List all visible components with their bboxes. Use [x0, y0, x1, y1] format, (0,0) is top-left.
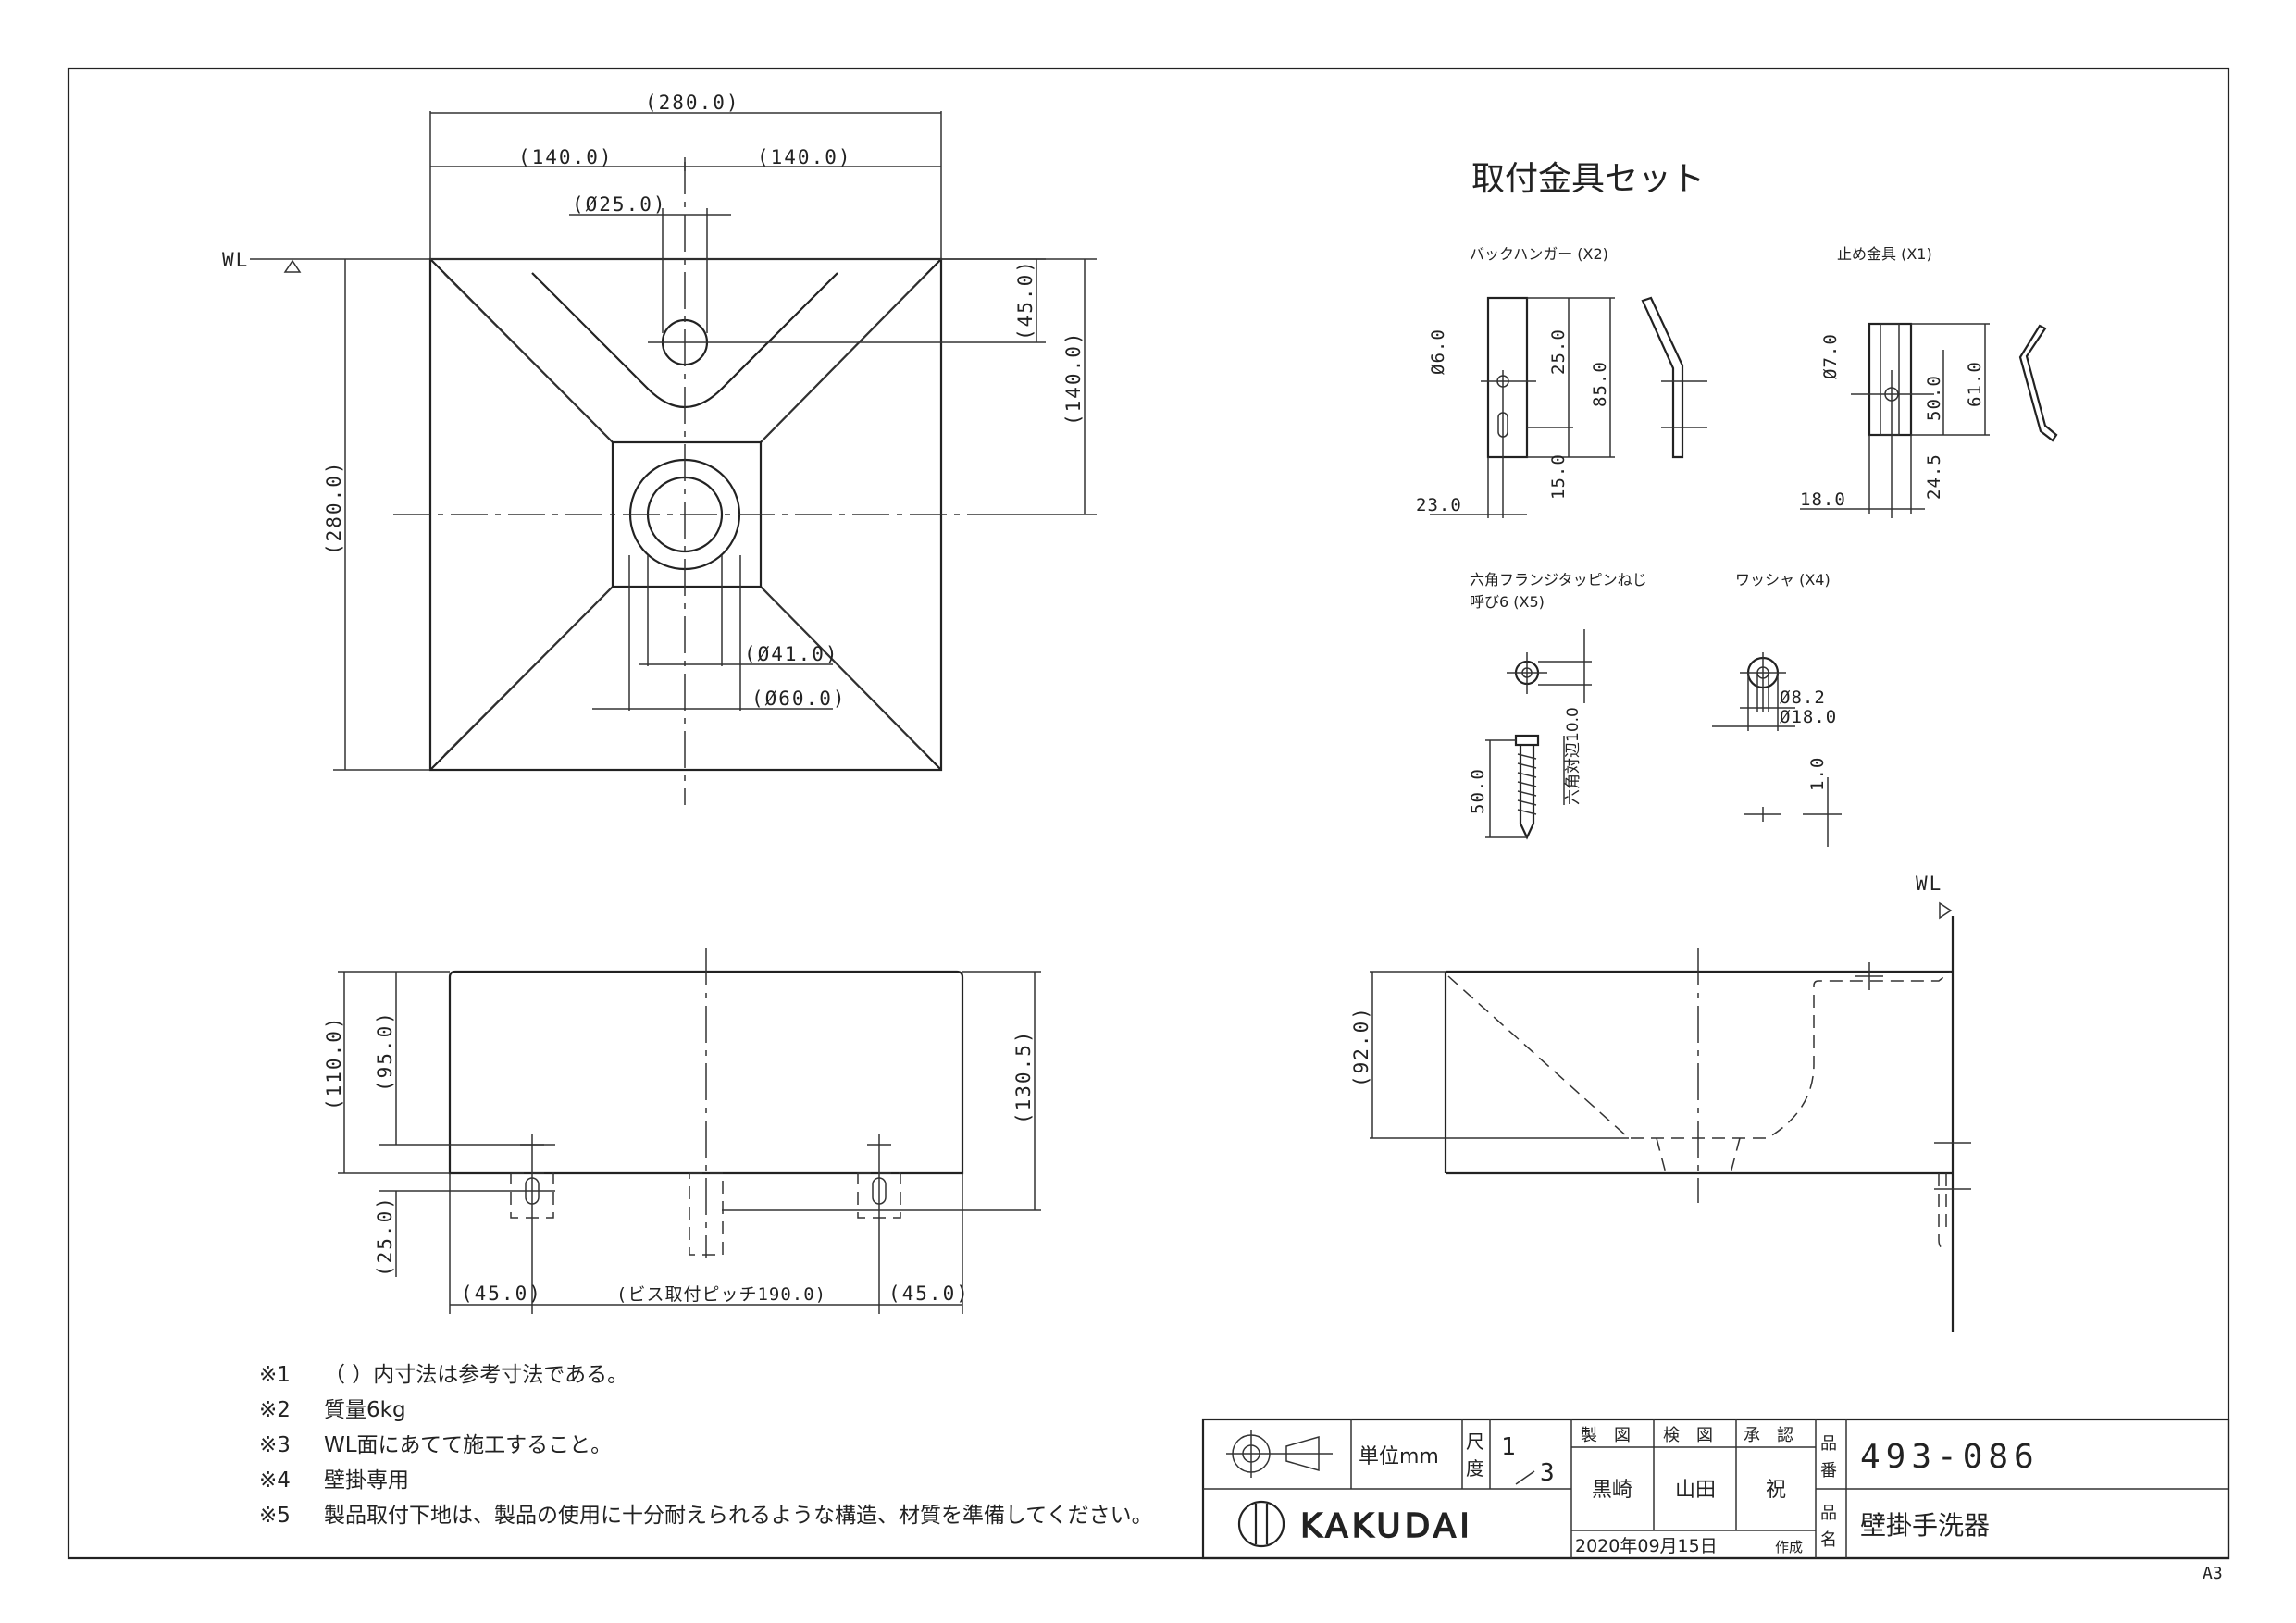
part-name: 壁掛手洗器	[1860, 1510, 1990, 1541]
paper-size: A3	[2203, 1564, 2223, 1583]
dim-st-245: 24.5	[1924, 453, 1944, 500]
dim-sc-50: 50.0	[1468, 768, 1488, 814]
dim-side-total: (280.0)	[323, 460, 345, 555]
dim-st-50: 50.0	[1924, 375, 1944, 421]
note-mark-2: ※2	[259, 1398, 291, 1422]
scale-den: 3	[1540, 1459, 1555, 1487]
dim-st-18: 18.0	[1800, 489, 1846, 510]
dim-wa-outer: Ø18.0	[1780, 707, 1837, 727]
dim-bh-23: 23.0	[1416, 495, 1462, 515]
drawing-date: 2020年09月15日	[1575, 1536, 1718, 1556]
note-text-3: WL面にあてて施工すること。	[324, 1433, 612, 1457]
dim-front-height-screw: (95.0)	[374, 1010, 396, 1092]
note-text-4: 壁掛専用	[324, 1468, 409, 1493]
dim-wa-thk: 1.0	[1807, 757, 1828, 791]
note-mark-5: ※5	[259, 1504, 291, 1528]
drawing-made: 作成	[1775, 1539, 1803, 1555]
dim-side-depth: (92.0)	[1350, 1006, 1372, 1087]
dim-drain-inner: (Ø41.0)	[744, 643, 839, 665]
stopper-label: 止め金具 (X1)	[1837, 245, 1932, 263]
note-text-2: 質量6kg	[324, 1398, 406, 1422]
note-text-1: （ ）内寸法は参考寸法である。	[324, 1363, 628, 1387]
dim-st-61: 61.0	[1965, 361, 1985, 407]
dim-front-height-total: (110.0)	[323, 1015, 345, 1110]
scale-num: 1	[1501, 1433, 1516, 1461]
washer-drawing	[1712, 652, 1842, 847]
screw-drawing	[1485, 629, 1592, 840]
dim-st-hole: Ø7.0	[1820, 333, 1841, 379]
back-hanger-drawing	[1430, 296, 1707, 518]
dim-bh-hole: Ø6.0	[1428, 328, 1448, 375]
dim-front-pitch: (ビス取付ピッチ190.0)	[616, 1284, 826, 1305]
note-mark-3: ※3	[259, 1433, 291, 1457]
dim-wa-inner: Ø8.2	[1780, 688, 1826, 708]
wl-label-top: WL	[222, 249, 249, 271]
dim-front-right-height: (130.5)	[1012, 1029, 1035, 1124]
washer-label: ワッシャ (X4)	[1735, 571, 1831, 588]
drawn-by: 黒崎	[1592, 1479, 1632, 1502]
scale-label-2: 度	[1466, 1457, 1484, 1480]
back-hanger-label: バックハンガー (X2)	[1470, 245, 1608, 263]
drawn-label: 製 図	[1581, 1426, 1631, 1445]
dim-bh-85: 85.0	[1590, 361, 1610, 407]
dim-drain-outer: (Ø60.0)	[751, 688, 847, 710]
dim-top-right: (140.0)	[757, 146, 852, 168]
scale-label-1: 尺	[1466, 1431, 1484, 1453]
dim-front-left-edge: (45.0)	[461, 1282, 542, 1305]
title-block	[1201, 1418, 2230, 1560]
screw-label-2: 呼び6 (X5)	[1470, 593, 1545, 611]
part-number: 493-086	[1860, 1438, 2040, 1476]
approved-label: 承 認	[1744, 1426, 1793, 1445]
notes: ※1 （ ）内寸法は参考寸法である。 ※2 質量6kg ※3 WL面にあてて施工…	[259, 1363, 1153, 1528]
front-view	[338, 948, 1041, 1314]
dim-top-total: (280.0)	[645, 92, 740, 114]
wl-label-side: WL	[1916, 873, 1942, 895]
part-no-label-2: 番	[1820, 1461, 1837, 1481]
checked-by: 山田	[1675, 1479, 1716, 1502]
screw-label-1: 六角フランジタッピンねじ	[1470, 571, 1647, 588]
note-mark-1: ※1	[259, 1363, 291, 1387]
side-view	[1370, 901, 1971, 1332]
part-no-label-1: 品	[1820, 1434, 1837, 1454]
note-mark-4: ※4	[259, 1468, 291, 1493]
dim-sc-hex: 六角対辺10.0	[1564, 707, 1582, 805]
part-name-label-2: 名	[1820, 1530, 1837, 1550]
dim-bh-25: 25.0	[1548, 328, 1569, 375]
dim-center-offset: (140.0)	[1062, 330, 1085, 426]
part-name-label-1: 品	[1820, 1504, 1837, 1523]
note-text-5: 製品取付下地は、製品の使用に十分耐えられるような構造、材質を準備してください。	[324, 1504, 1153, 1528]
mounting-set-title: 取付金具セット	[1471, 160, 1705, 198]
drawing-border	[67, 67, 2230, 1560]
dim-front-below: (25.0)	[374, 1196, 396, 1277]
dim-front-right-edge: (45.0)	[888, 1282, 970, 1305]
dim-top-left: (140.0)	[518, 146, 614, 168]
dim-bh-15: 15.0	[1548, 453, 1569, 500]
brand-name: KAKUDAI	[1300, 1507, 1473, 1545]
dim-hole-offset: (45.0)	[1014, 259, 1036, 341]
approved-by: 祝	[1766, 1479, 1786, 1502]
dim-faucet-hole: (Ø25.0)	[572, 193, 667, 216]
unit-label: 単位mm	[1359, 1445, 1439, 1468]
checked-label: 検 図	[1663, 1426, 1713, 1445]
stopper-drawing	[1800, 322, 2058, 518]
plan-view	[250, 111, 1097, 805]
